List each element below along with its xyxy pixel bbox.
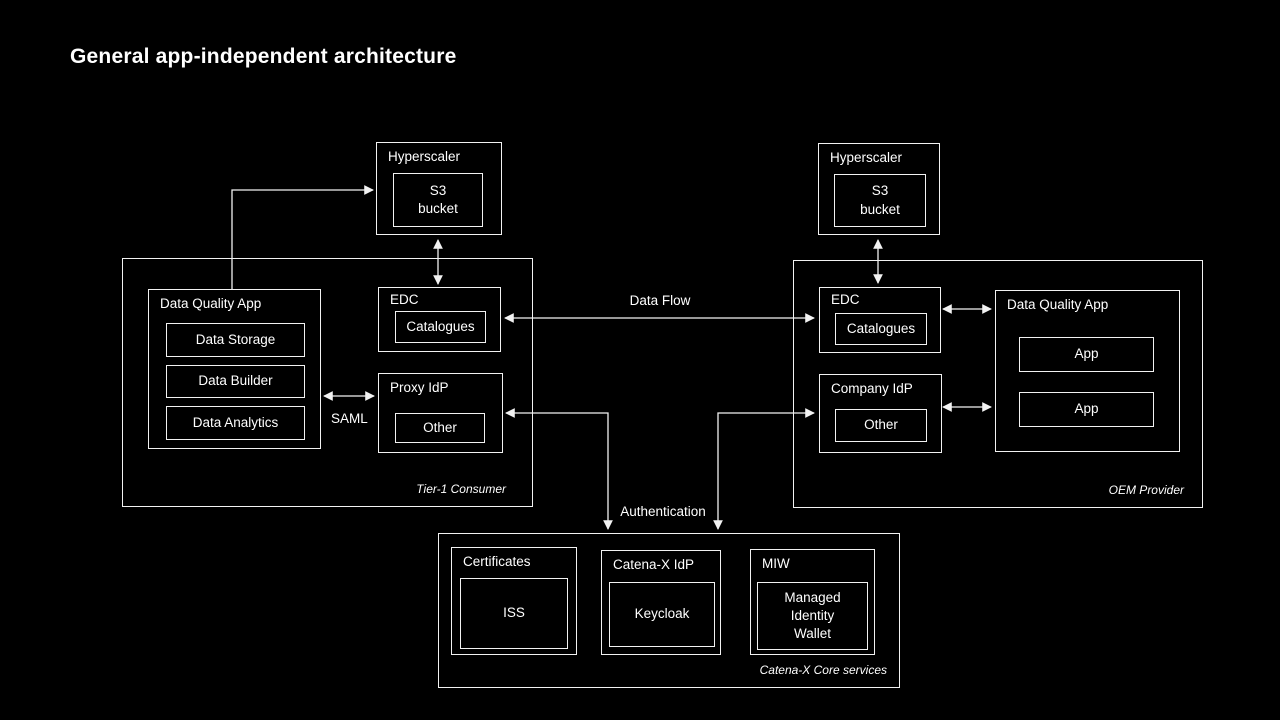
provider-catalogues-box: Catalogues <box>835 313 927 345</box>
provider-edc-label: EDC <box>831 292 860 307</box>
provider-s3-bucket-box: S3 bucket <box>834 174 926 227</box>
keycloak-box: Keycloak <box>609 582 715 647</box>
provider-data-quality-app-box: Data Quality App App App <box>995 290 1180 452</box>
proxy-idp-other-box: Other <box>395 413 485 443</box>
catenax-idp-label: Catena-X IdP <box>613 557 695 572</box>
data-analytics-box: Data Analytics <box>166 406 305 440</box>
provider-app-box-2: App <box>1019 392 1154 427</box>
company-idp-other-box: Other <box>835 409 927 442</box>
proxy-idp-label: Proxy IdP <box>390 380 449 395</box>
consumer-hyperscaler-label: Hyperscaler <box>388 149 461 164</box>
page-title: General app-independent architecture <box>70 45 457 68</box>
consumer-catalogues-box: Catalogues <box>395 311 486 343</box>
data-builder-box: Data Builder <box>166 365 305 398</box>
certificates-box: Certificates ISS <box>451 547 577 655</box>
provider-edc-box: EDC Catalogues <box>819 287 941 353</box>
iss-box: ISS <box>460 578 568 649</box>
managed-identity-wallet-box: Managed Identity Wallet <box>757 582 868 650</box>
catenax-idp-box: Catena-X IdP Keycloak <box>601 550 721 655</box>
tier1-consumer-region: Tier-1 Consumer Data Quality App Data St… <box>122 258 533 507</box>
consumer-edc-label: EDC <box>390 292 419 307</box>
provider-hyperscaler-box: Hyperscaler S3 bucket <box>818 143 940 235</box>
data-storage-box: Data Storage <box>166 323 305 357</box>
consumer-hyperscaler-box: Hyperscaler S3 bucket <box>376 142 502 235</box>
company-idp-label: Company IdP <box>831 381 913 396</box>
consumer-edc-box: EDC Catalogues <box>378 287 501 352</box>
data-flow-label: Data Flow <box>629 293 691 308</box>
oem-provider-region: OEM Provider EDC Catalogues Company IdP … <box>793 260 1203 508</box>
provider-app-box-1: App <box>1019 337 1154 372</box>
catenax-core-region: Catena-X Core services Certificates ISS … <box>438 533 900 688</box>
proxy-idp-box: Proxy IdP Other <box>378 373 503 453</box>
tier1-consumer-region-label: Tier-1 Consumer <box>416 482 506 496</box>
provider-hyperscaler-label: Hyperscaler <box>830 150 903 165</box>
provider-data-quality-app-label: Data Quality App <box>1007 297 1109 312</box>
company-idp-box: Company IdP Other <box>819 374 942 453</box>
saml-label: SAML <box>331 411 368 426</box>
certificates-label: Certificates <box>463 554 531 569</box>
consumer-data-quality-app-box: Data Quality App Data Storage Data Build… <box>148 289 321 449</box>
oem-provider-region-label: OEM Provider <box>1108 483 1184 497</box>
catenax-core-region-label: Catena-X Core services <box>759 663 887 677</box>
miw-box: MIW Managed Identity Wallet <box>750 549 875 655</box>
authentication-label: Authentication <box>620 504 706 519</box>
consumer-data-quality-app-label: Data Quality App <box>160 296 262 311</box>
miw-label: MIW <box>762 556 790 571</box>
consumer-s3-bucket-box: S3 bucket <box>393 173 483 227</box>
